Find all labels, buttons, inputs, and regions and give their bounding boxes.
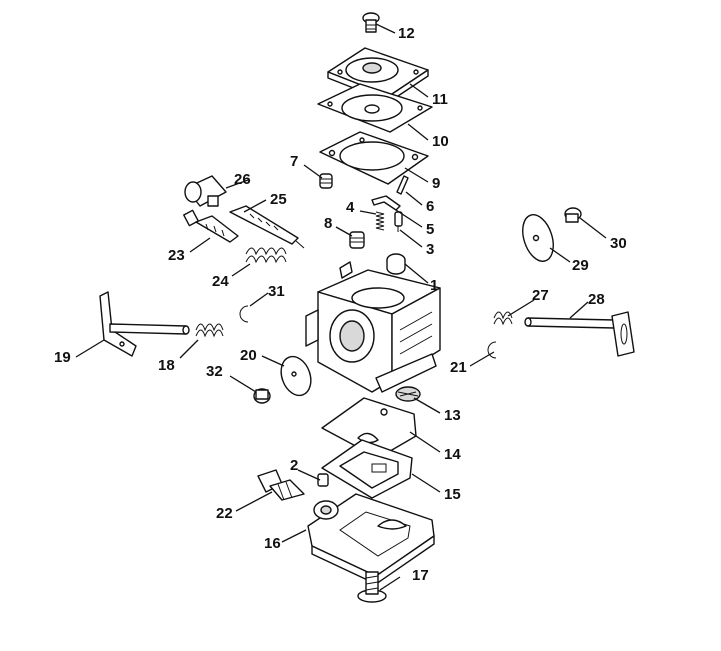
- callout-labels: 12 11 10 9 6 5 3 1 7 4 8 26 25 23 24 31 …: [54, 25, 627, 584]
- callout-18: 18: [158, 357, 175, 374]
- part-15: [321, 439, 413, 499]
- leader-lines: [75, 23, 607, 591]
- callout-1: 1: [430, 277, 438, 294]
- part-29: [522, 214, 554, 262]
- callout-29: 29: [572, 257, 589, 274]
- part-18: [195, 323, 224, 338]
- part-19: [99, 291, 190, 357]
- callout-12: 12: [398, 25, 415, 42]
- part-9: [319, 131, 429, 185]
- part-11: [327, 47, 429, 103]
- part-5: [371, 195, 401, 211]
- part-24: [245, 247, 287, 264]
- callout-8: 8: [324, 215, 332, 232]
- part-17: [357, 571, 387, 603]
- callout-5: 5: [426, 221, 434, 238]
- part-23: [183, 209, 239, 243]
- part-10: [317, 83, 433, 133]
- part-31: [239, 305, 249, 323]
- part-3: [394, 211, 403, 232]
- part-28: [524, 311, 635, 357]
- part-12: [362, 12, 380, 33]
- callout-20: 20: [240, 347, 257, 364]
- part-4: [375, 211, 385, 231]
- callout-16: 16: [264, 535, 281, 552]
- callout-30: 30: [610, 235, 627, 252]
- callout-9: 9: [432, 175, 440, 192]
- callout-11: 11: [432, 91, 448, 108]
- callout-6: 6: [426, 198, 434, 215]
- callout-24: 24: [212, 273, 229, 290]
- callout-28: 28: [588, 291, 605, 308]
- part-1: [386, 253, 406, 275]
- callout-10: 10: [432, 133, 449, 150]
- callout-27: 27: [532, 287, 549, 304]
- part-16: [307, 493, 435, 585]
- callout-19: 19: [54, 349, 71, 366]
- callout-32: 32: [206, 363, 223, 380]
- callout-21: 21: [450, 359, 467, 376]
- callout-13: 13: [444, 407, 461, 424]
- callout-2: 2: [290, 457, 298, 474]
- part-27: [493, 311, 513, 326]
- callout-23: 23: [168, 247, 185, 264]
- callout-22: 22: [216, 505, 233, 522]
- callout-15: 15: [444, 486, 461, 503]
- callout-31: 31: [268, 283, 285, 300]
- callout-14: 14: [444, 446, 461, 463]
- callout-26: 26: [234, 171, 251, 188]
- part-20: [280, 355, 312, 397]
- part-2: [317, 473, 329, 487]
- part-7: [319, 173, 333, 189]
- callout-4: 4: [346, 199, 355, 216]
- part-32: [253, 388, 271, 404]
- part-13: [395, 386, 421, 402]
- callout-17: 17: [412, 567, 429, 584]
- part-22: [257, 469, 305, 501]
- part-26: [184, 175, 227, 207]
- part-25: [229, 205, 305, 249]
- callout-25: 25: [270, 191, 287, 208]
- carburetor-body: [305, 261, 441, 393]
- part-6: [396, 175, 409, 195]
- callout-3: 3: [426, 241, 434, 258]
- part-21: [487, 341, 497, 359]
- part-30: [564, 207, 582, 223]
- part-8: [349, 231, 365, 249]
- callout-7: 7: [290, 153, 298, 170]
